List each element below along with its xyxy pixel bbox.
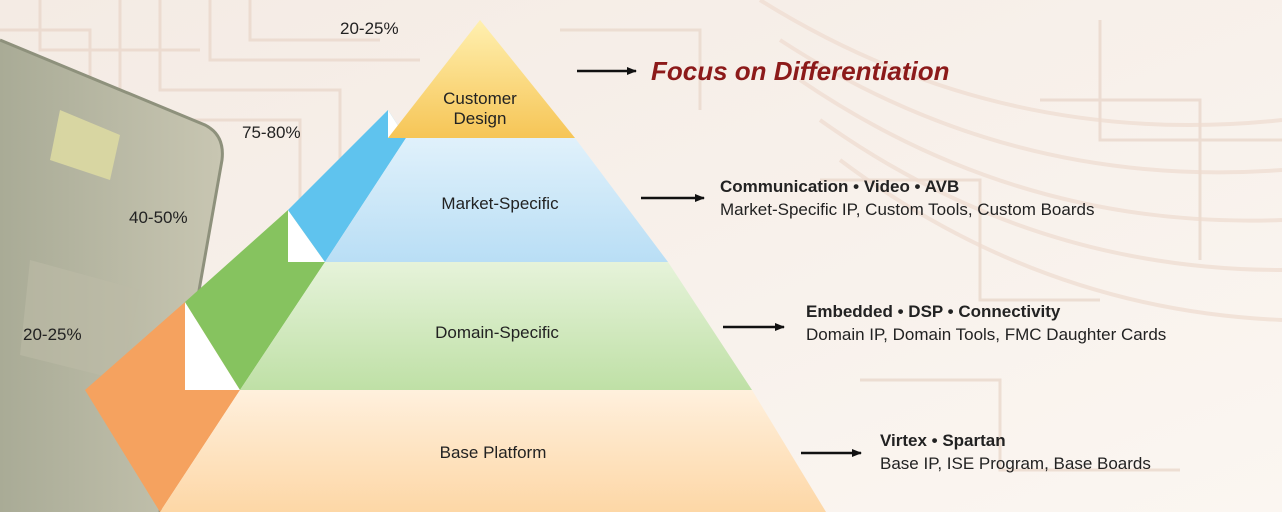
callout-domain: Embedded • DSP • Connectivity Domain IP,… — [806, 300, 1166, 346]
arrows — [577, 67, 862, 457]
tier-market-side — [288, 110, 406, 262]
callout-base-title: Virtex • Spartan — [880, 431, 1006, 450]
tier-customer-front — [388, 20, 575, 138]
callout-market: Communication • Video • AVB Market-Speci… — [720, 175, 1094, 221]
percent-base: 20-25% — [23, 325, 82, 344]
tier-label-customer-line1: Customer — [443, 89, 517, 108]
callout-domain-title: Embedded • DSP • Connectivity — [806, 302, 1061, 321]
tier-market-specific — [288, 110, 668, 262]
percent-customer: 20-25% — [340, 19, 399, 38]
tier-label-domain: Domain-Specific — [435, 323, 559, 342]
tier-label-base: Base Platform — [439, 443, 547, 462]
callout-domain-detail: Domain IP, Domain Tools, FMC Daughter Ca… — [806, 325, 1167, 344]
circuit-background-pattern — [0, 0, 1282, 472]
tier-base-front — [160, 390, 826, 512]
tier-label-market: Market-Specific — [441, 194, 559, 213]
tier-label-customer: Customer Design — [420, 89, 540, 129]
percent-domain: 40-50% — [129, 208, 188, 227]
callout-market-title: Communication • Video • AVB — [720, 177, 960, 196]
pyramid — [85, 20, 826, 512]
tier-label-customer-line2: Design — [453, 109, 507, 128]
focus-heading: Focus on Differentiation — [651, 56, 950, 86]
tier-domain-front — [240, 262, 752, 390]
callout-base-detail: Base IP, ISE Program, Base Boards — [880, 454, 1151, 473]
tier-market-front — [325, 138, 668, 262]
percent-market: 75-80% — [242, 123, 301, 142]
callout-market-detail: Market-Specific IP, Custom Tools, Custom… — [720, 200, 1095, 219]
circuit-background-arcs — [758, 0, 1282, 322]
tier-customer-design — [388, 20, 575, 138]
callout-base: Virtex • Spartan Base IP, ISE Program, B… — [880, 429, 1151, 475]
